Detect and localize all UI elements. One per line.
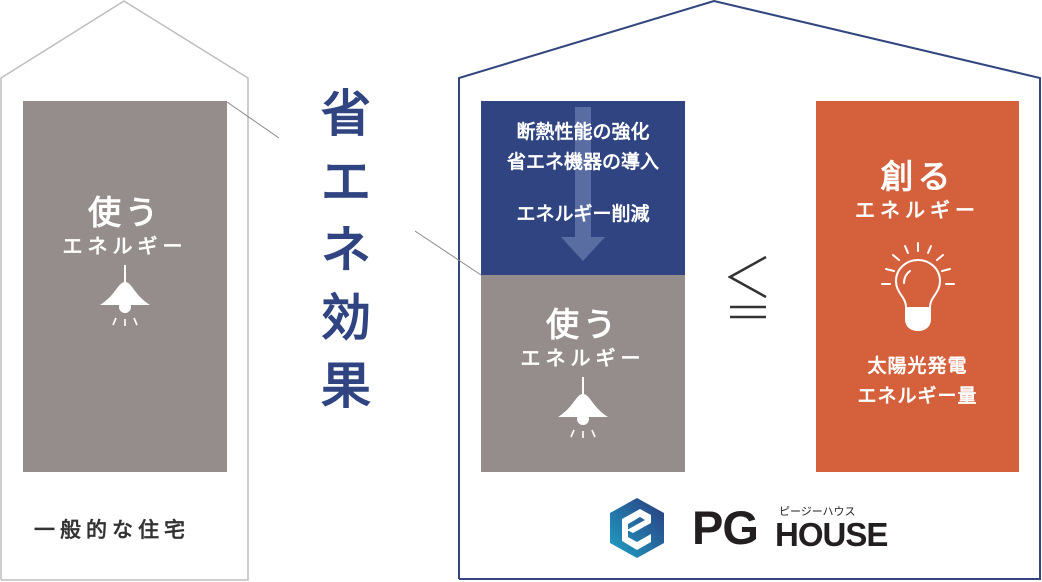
energy-reduction-box: 断熱性能の強化 省エネ機器の導入 エネルギー削減: [481, 101, 685, 275]
create-energy-title: 創る: [880, 157, 955, 196]
pg-house-outline: [458, 0, 1041, 580]
general-house-use-energy-box: 使う エネルギー: [23, 101, 227, 472]
less-than-or-equal-symbol: [728, 255, 767, 319]
general-house-outline: [0, 0, 249, 581]
use-energy-subtitle: エネルギー: [520, 346, 646, 370]
pg-hexagon-logo-icon: [610, 498, 664, 558]
use-energy-title: 使う: [546, 305, 620, 344]
logo-kana: ピージーハウス: [779, 505, 856, 518]
create-energy-subtitle: エネルギー: [855, 198, 980, 222]
create-energy-box: 創る エネルギー 太陽光発電 エネルギー量: [816, 101, 1019, 472]
label-char: 省: [321, 85, 371, 143]
down-arrow-icon: [561, 107, 605, 261]
logo-house: HOUSE: [775, 516, 888, 553]
solar-line-2: エネルギー量: [857, 385, 978, 407]
connector-line-right: [414, 230, 482, 276]
label-char: エ: [321, 153, 371, 211]
label-char: 果: [321, 357, 371, 415]
energy-saving-effect-label: 省 エ ネ 効 果: [316, 80, 376, 420]
use-energy-subtitle: エネルギー: [62, 234, 188, 258]
logo-pg: PG: [692, 501, 759, 554]
general-house-caption: 一般的な住宅: [34, 518, 190, 542]
reduction-line-2: 省エネ機器の導入: [506, 151, 659, 173]
pg-house-logo: PG ピージーハウス HOUSE: [607, 497, 897, 558]
label-char: 効: [321, 289, 371, 347]
reduction-line-3: エネルギー削減: [516, 203, 650, 225]
connector-line-left: [226, 101, 280, 139]
light-bulb-icon: [880, 242, 955, 331]
pendant-lamp-icon: [100, 265, 150, 326]
reduction-line-1: 断熱性能の強化: [516, 121, 650, 143]
pg-house-use-energy-box: 使う エネルギー: [481, 275, 685, 472]
solar-line-1: 太陽光発電: [867, 355, 968, 377]
pendant-lamp-icon: [558, 377, 608, 438]
label-char: ネ: [321, 221, 371, 279]
use-energy-title: 使う: [88, 193, 162, 232]
